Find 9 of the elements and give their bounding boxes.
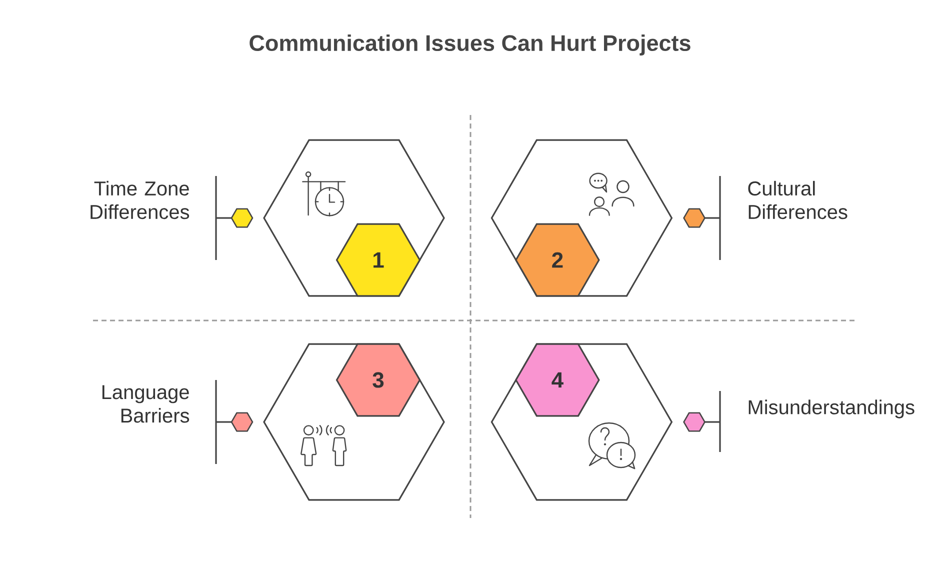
number-hexagon: 3 [336,343,421,417]
side-label: Misunderstandings [748,400,914,418]
side-label: Time Zone Differences [90,180,190,220]
side-label: Cultural Differences [748,180,848,220]
side-label: Language Barriers [102,385,190,423]
number-hexagon: 4 [515,343,600,417]
number-hexagon: 2 [515,223,600,297]
number-hexagon: 1 [336,223,421,297]
title: Communication Issues Can Hurt Projects [250,34,690,56]
